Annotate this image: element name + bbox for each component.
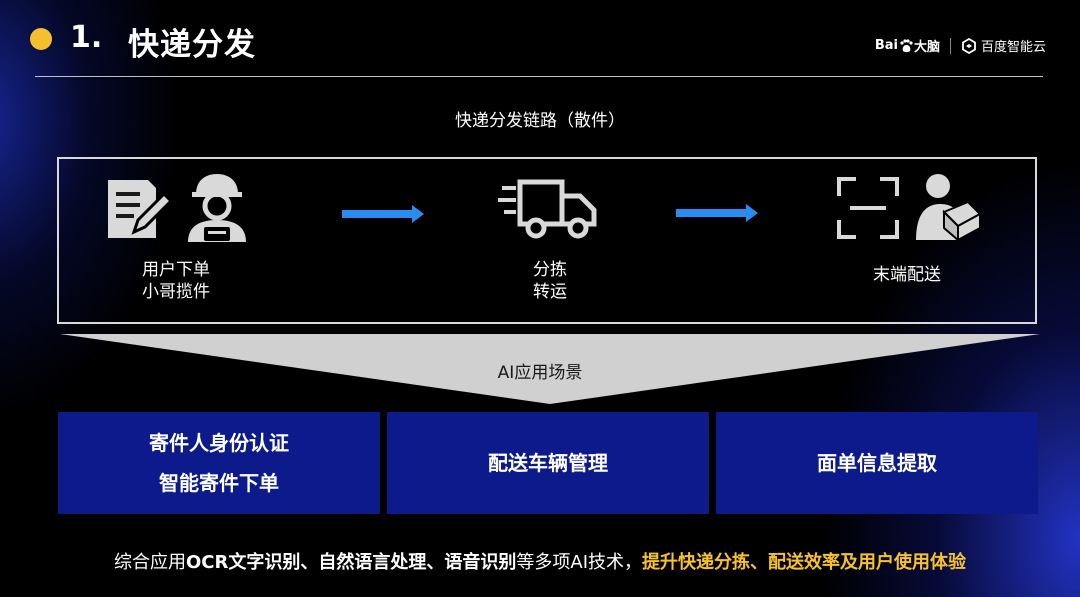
ai-scenario-funnel xyxy=(60,334,1040,404)
logo-divider xyxy=(949,37,951,54)
stage-label-order: 用户下单 小哥揽件 xyxy=(96,259,256,303)
scenario-card-vehicle: 配送车辆管理 xyxy=(387,412,709,514)
person-package-icon xyxy=(916,174,980,242)
stage-2-line-2: 转运 xyxy=(533,282,567,302)
baidu-logo-text: Bai xyxy=(874,38,898,53)
card-2-line-1: 配送车辆管理 xyxy=(488,451,608,475)
scan-frame-icon xyxy=(837,177,899,239)
chain-title: 快递分发链路（散件） xyxy=(455,111,625,131)
baidu-cloud-icon xyxy=(962,37,976,54)
summary-tech-list: OCR文字识别、自然语言处理、语音识别 xyxy=(186,552,517,573)
flow-arrow-1 xyxy=(342,205,424,223)
stage-2-line-1: 分拣 xyxy=(533,260,567,280)
stage-3-line-1: 末端配送 xyxy=(873,265,941,285)
card-1-line-1: 寄件人身份认证 xyxy=(149,431,289,455)
stage-1-line-1: 用户下单 xyxy=(142,260,210,280)
summary-highlight: 提升快递分拣、配送效率及用户使用体验 xyxy=(642,552,966,573)
scenario-card-waybill: 面单信息提取 xyxy=(716,412,1038,514)
title-bullet-dot xyxy=(30,28,52,50)
baidu-brain-text: 大脑 xyxy=(913,40,940,55)
section-number: 1. xyxy=(70,20,103,55)
flow-arrow-2 xyxy=(676,204,758,222)
header-divider xyxy=(35,76,1043,77)
baidu-brain-logo: Bai 大脑 xyxy=(875,36,940,55)
delivery-truck-icon xyxy=(498,179,597,239)
scenario-card-identity: 寄件人身份认证 智能寄件下单 xyxy=(58,412,380,514)
baidu-paw-icon xyxy=(900,38,913,52)
funnel-label: AI应用场景 xyxy=(497,363,583,383)
stage-1-line-2: 小哥揽件 xyxy=(142,282,210,302)
summary-part-1: 综合应用 xyxy=(114,552,186,573)
baidu-cloud-text: 百度智能云 xyxy=(980,40,1046,55)
delivery-chain-box xyxy=(57,157,1037,324)
form-edit-icon xyxy=(108,180,174,238)
card-3-line-1: 面单信息提取 xyxy=(817,451,937,475)
baidu-cloud-logo: 百度智能云 xyxy=(961,36,1046,55)
page-title: 快递分发 xyxy=(128,27,256,63)
summary-text: 综合应用OCR文字识别、自然语言处理、语音识别等多项AI技术，提升快递分拣、配送… xyxy=(0,548,1080,574)
summary-part-2: 等多项AI技术， xyxy=(516,552,642,573)
stage-label-sorting: 分拣 转运 xyxy=(470,259,630,303)
brand-logos: Bai 大脑 百度智能云 xyxy=(875,36,1046,55)
card-1-line-2: 智能寄件下单 xyxy=(159,471,279,495)
courier-icon xyxy=(188,174,246,242)
stage-label-last-mile: 末端配送 xyxy=(827,264,987,286)
